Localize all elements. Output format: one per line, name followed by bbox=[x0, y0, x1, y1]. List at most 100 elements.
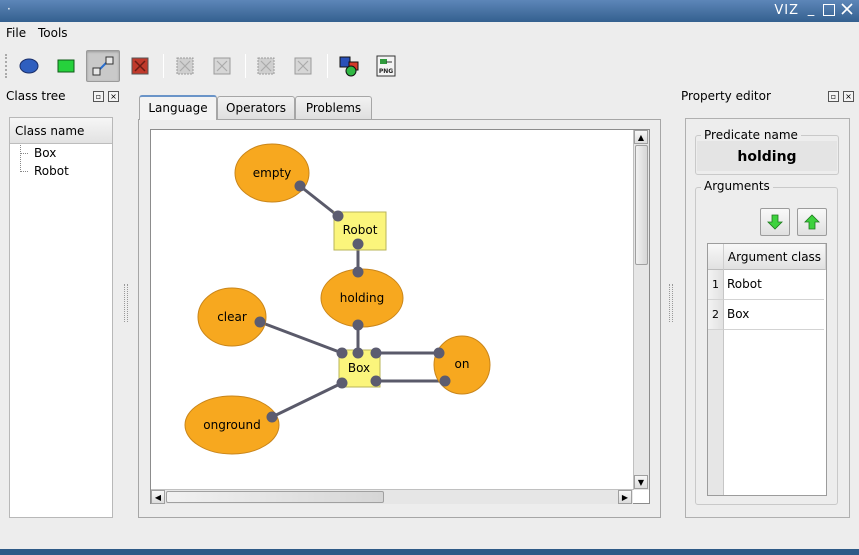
export-png-icon: PNG bbox=[376, 55, 396, 77]
status-bar bbox=[0, 549, 859, 555]
connection-ports[interactable] bbox=[254, 180, 451, 423]
toolbar-grip[interactable] bbox=[5, 54, 8, 78]
predicate-onground-label: onground bbox=[203, 418, 260, 432]
vertical-scrollbar[interactable]: ▲ ▼ bbox=[633, 130, 649, 490]
class-robot-label: Robot bbox=[343, 223, 378, 237]
class-tree-dock-header: Class tree ▫ × bbox=[0, 86, 128, 108]
horizontal-scroll-thumb[interactable] bbox=[166, 491, 384, 503]
tree-branch-line bbox=[20, 145, 21, 172]
class-box-label: Box bbox=[348, 361, 370, 375]
toolbar-separator bbox=[163, 54, 164, 78]
tree-item-box[interactable]: Box bbox=[34, 146, 57, 160]
arrow-up-icon bbox=[804, 214, 820, 230]
predicate-clear-label: clear bbox=[217, 310, 247, 324]
move-down-button[interactable] bbox=[760, 208, 790, 236]
left-splitter-handle[interactable] bbox=[124, 284, 128, 322]
disabled-tool-button[interactable] bbox=[249, 50, 283, 82]
table-corner[interactable] bbox=[708, 244, 724, 270]
delete-disabled-icon bbox=[294, 57, 312, 75]
predicate-holding-label: holding bbox=[340, 291, 384, 305]
scroll-down-icon[interactable]: ▼ bbox=[634, 475, 648, 489]
close-dock-icon[interactable]: × bbox=[843, 91, 854, 102]
rectangle-tool-button[interactable] bbox=[49, 50, 83, 82]
argument-class-header[interactable]: Argument class bbox=[724, 244, 826, 270]
scroll-right-icon[interactable]: ▶ bbox=[618, 490, 632, 504]
connector-tool-button[interactable] bbox=[86, 50, 120, 82]
predicate-node-clear[interactable]: clear bbox=[197, 287, 267, 347]
row-header[interactable]: 2 bbox=[708, 300, 724, 330]
edge-onground-box[interactable] bbox=[271, 381, 343, 419]
predicate-node-empty[interactable]: empty bbox=[234, 143, 310, 203]
scroll-up-icon[interactable]: ▲ bbox=[634, 130, 648, 144]
argument-cell[interactable]: Robot bbox=[724, 270, 824, 300]
predicate-empty-label: empty bbox=[253, 166, 292, 180]
close-window-icon[interactable] bbox=[839, 2, 855, 18]
predicate-node-holding[interactable]: holding bbox=[320, 268, 404, 328]
rectangle-tool-icon bbox=[57, 59, 75, 73]
class-tree-title: Class tree bbox=[6, 89, 66, 103]
predicate-on-label: on bbox=[455, 357, 470, 371]
menu-bar: File Tools bbox=[0, 22, 859, 46]
property-editor-title: Property editor bbox=[681, 89, 771, 103]
maximize-icon[interactable] bbox=[821, 2, 837, 18]
row-header-gutter bbox=[708, 330, 724, 495]
class-tree-list[interactable]: Class name Box Robot bbox=[9, 117, 113, 518]
tab-operators-label: Operators bbox=[226, 101, 286, 115]
arguments-table[interactable]: Argument class 1 Robot 2 Box bbox=[707, 243, 827, 496]
argument-class-header-label: Argument class bbox=[727, 250, 822, 264]
float-dock-icon[interactable]: ▫ bbox=[828, 91, 839, 102]
window-menu-icon[interactable]: · bbox=[7, 2, 11, 16]
ellipse-tool-icon bbox=[19, 58, 39, 74]
class-tree-column-header[interactable]: Class name bbox=[10, 118, 112, 144]
horizontal-scrollbar[interactable]: ◀ ▶ bbox=[151, 489, 633, 504]
tab-operators[interactable]: Operators bbox=[217, 96, 295, 120]
predicate-name-value[interactable]: holding bbox=[697, 141, 837, 171]
right-splitter-handle[interactable] bbox=[669, 284, 673, 322]
float-dock-icon[interactable]: ▫ bbox=[93, 91, 104, 102]
title-bar: · VIZ _ bbox=[0, 0, 859, 22]
menu-tools[interactable]: Tools bbox=[38, 26, 68, 40]
diagram-svg[interactable]: empty Robot holding clear Box on ongroun… bbox=[151, 130, 634, 490]
tab-language[interactable]: Language bbox=[139, 95, 217, 120]
tab-language-label: Language bbox=[148, 101, 208, 115]
class-name-header-label: Class name bbox=[15, 124, 85, 138]
toolbar-separator bbox=[245, 54, 246, 78]
ellipse-tool-button[interactable] bbox=[12, 50, 46, 82]
delete-disabled-icon bbox=[213, 57, 231, 75]
vertical-scroll-thumb[interactable] bbox=[635, 145, 648, 265]
property-editor-dock-header: Property editor ▫ × bbox=[676, 86, 859, 108]
tree-branch-line bbox=[20, 153, 28, 154]
arguments-label: Arguments bbox=[701, 179, 773, 193]
edge-clear-box[interactable] bbox=[259, 320, 343, 355]
menu-file[interactable]: File bbox=[6, 26, 27, 40]
diagram-canvas[interactable]: empty Robot holding clear Box on ongroun… bbox=[150, 129, 650, 504]
disabled-tool-button[interactable] bbox=[286, 50, 320, 82]
edge-empty-robot[interactable] bbox=[299, 184, 339, 218]
disabled-tool-button[interactable] bbox=[205, 50, 239, 82]
move-up-button[interactable] bbox=[797, 208, 827, 236]
predicate-node-onground[interactable]: onground bbox=[184, 395, 280, 455]
close-dock-icon[interactable]: × bbox=[108, 91, 119, 102]
argument-cell[interactable]: Box bbox=[724, 300, 824, 330]
export-png-button[interactable]: PNG bbox=[369, 50, 403, 82]
arrow-down-icon bbox=[767, 214, 783, 230]
disabled-tool-button[interactable] bbox=[168, 50, 202, 82]
toolbar-separator bbox=[327, 54, 328, 78]
tab-problems-label: Problems bbox=[305, 101, 362, 115]
auto-layout-icon bbox=[339, 56, 359, 77]
png-label: PNG bbox=[379, 68, 393, 75]
tree-item-robot[interactable]: Robot bbox=[34, 164, 69, 178]
minimize-icon[interactable]: _ bbox=[807, 2, 815, 17]
delete-disabled-icon bbox=[176, 57, 194, 75]
connector-tool-icon bbox=[92, 56, 114, 76]
delete-node-button[interactable] bbox=[123, 50, 157, 82]
delete-node-icon bbox=[131, 57, 149, 75]
tree-branch-line bbox=[20, 171, 28, 172]
auto-layout-button[interactable] bbox=[332, 50, 366, 82]
tab-problems[interactable]: Problems bbox=[295, 96, 372, 120]
toolbar: PNG bbox=[0, 46, 859, 86]
predicate-name-label: Predicate name bbox=[701, 128, 801, 142]
row-header[interactable]: 1 bbox=[708, 270, 724, 300]
window-title: VIZ bbox=[774, 3, 799, 18]
scroll-left-icon[interactable]: ◀ bbox=[151, 490, 165, 504]
